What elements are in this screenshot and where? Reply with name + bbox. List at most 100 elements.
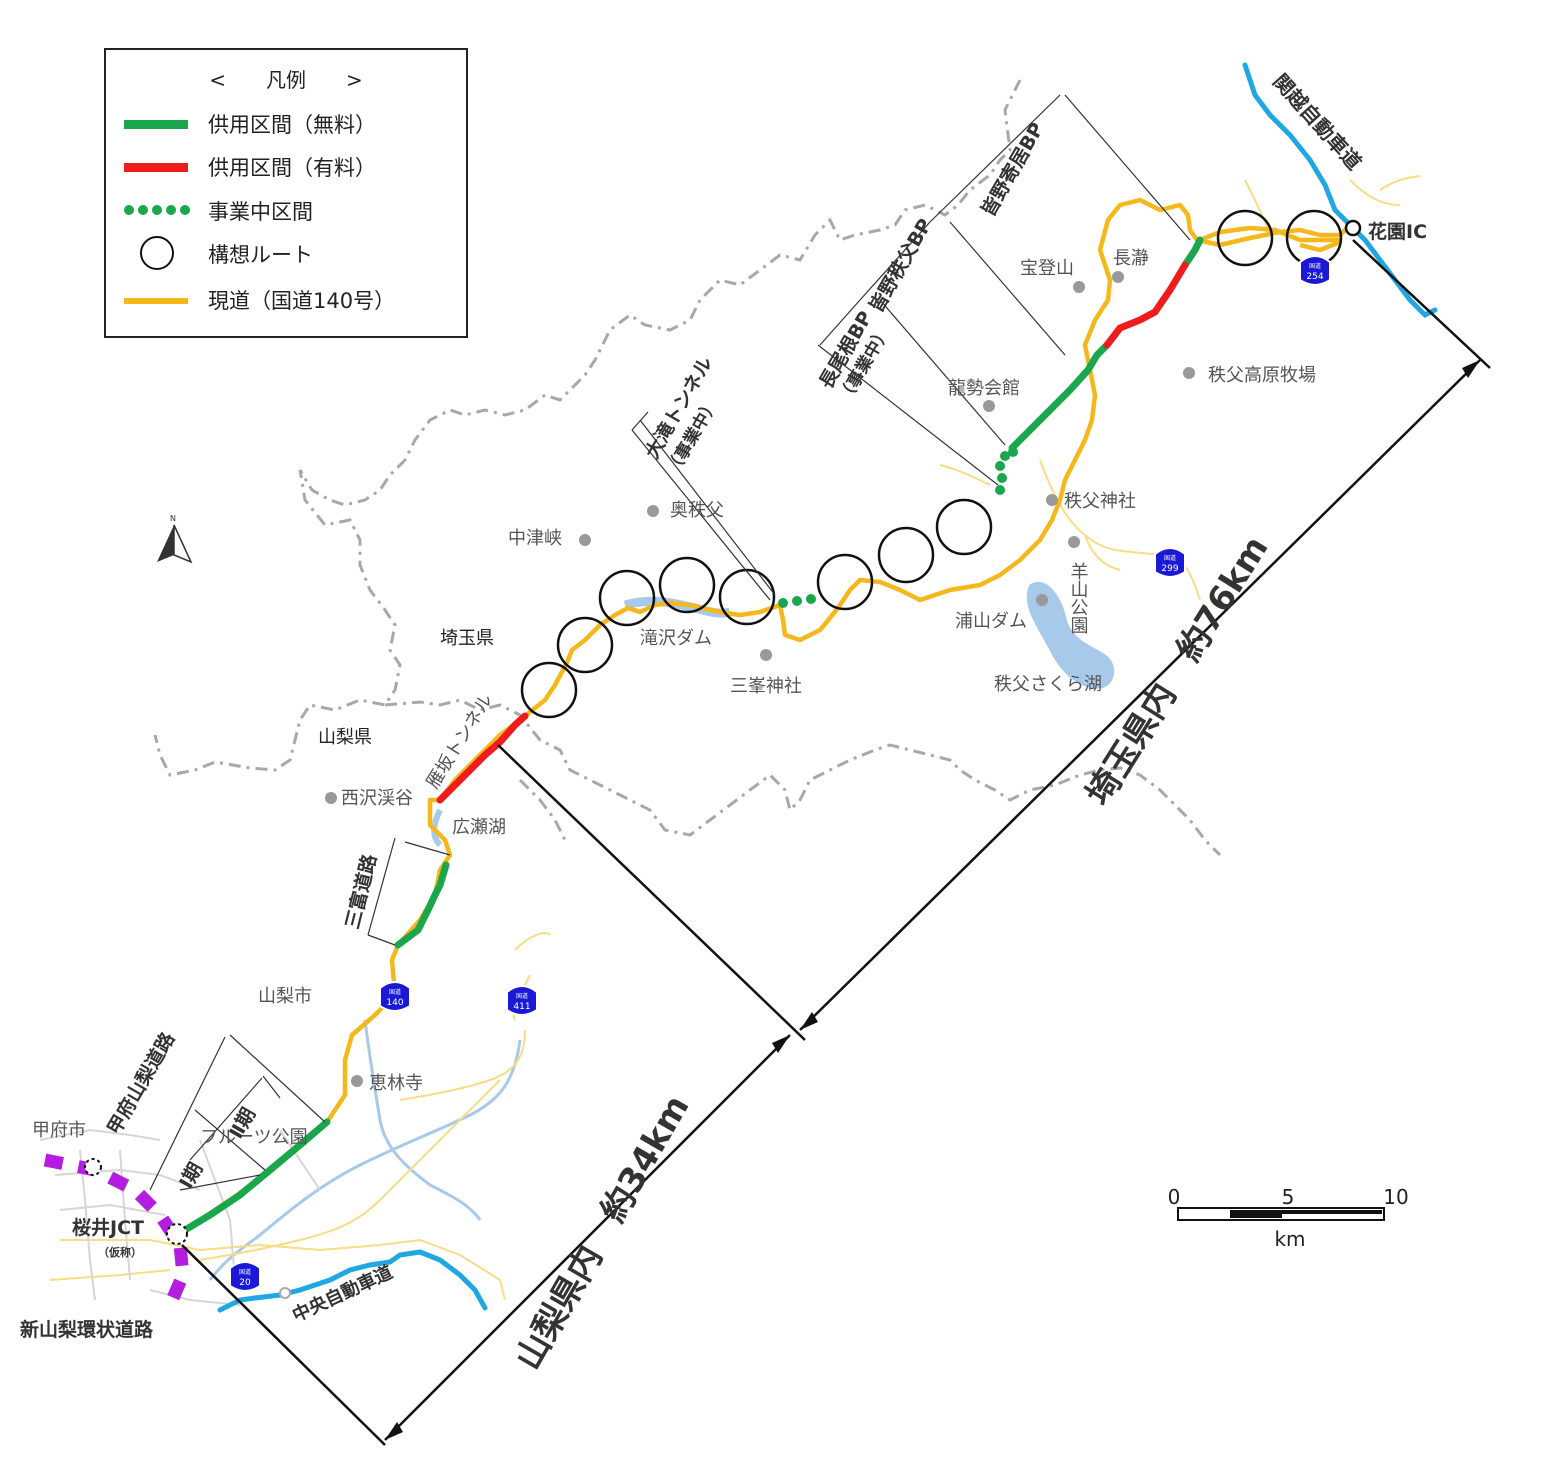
label-urayama-dam: 浦山ダム [955,611,1027,632]
legend-label-current-road: 現道（国道140号） [208,289,396,313]
legend-label-toll: 供用区間（有料） [208,156,376,180]
label-yamanashi-pref: 山梨県 [318,727,372,748]
kofu-marker [84,1158,102,1176]
label-chuo: 中央自動車道 [289,1261,396,1327]
shield-140-num: 140 [386,998,403,1008]
label-hanazono-ic: 花園IC [1368,220,1427,243]
scale-tick-0: 0 [1168,1185,1181,1209]
label-minano-yorii-bp: 皆野寄居BP [976,119,1048,221]
shield-140-kanji: 国道 [389,988,401,996]
label-hodosan: 宝登山 [1020,258,1074,279]
label-yamanashi-distance: 山梨県内 約34km [508,1089,697,1377]
shield-299-num: 299 [1161,564,1178,574]
place-dots [325,271,1195,1087]
label-mitomi-road: 三富道路 [341,851,382,931]
legend-item-toll: 供用区間（有料） [124,149,376,185]
river-2 [208,1039,522,1281]
chuo-expressway [217,1249,488,1313]
label-chichibu-sakura-lake: 秩父さくら湖 [994,674,1102,695]
shield-411-num: 411 [513,1002,530,1012]
legend-swatch-current-road [124,298,188,304]
distance-lines [181,239,1491,1446]
label-ryuseikaikan: 龍勢会館 [948,378,1020,399]
shield-411-kanji: 国道 [516,992,528,1000]
chuo-node [279,1287,291,1299]
urayama-lake [1026,582,1115,689]
label-nagatoro: 長瀞 [1113,248,1149,269]
shield-254-kanji: 国道 [1309,262,1321,270]
distance-arrowheads [385,360,1480,1440]
legend-label-concept: 構想ルート [208,243,313,267]
label-saitama-pref: 埼玉県 [440,628,494,649]
legend-swatch-free [124,120,188,129]
legend-title: < 凡例 > [209,68,363,92]
label-hitsujiyama: 羊山公園 [1068,562,1089,634]
label-nakatsukyo: 中津峡 [508,528,562,549]
route-shield-299: 国道 299 [1154,547,1186,578]
label-fruit-park: フルーツ公園 [200,1127,308,1148]
label-sakurai-jct-note: （仮称） [98,1245,142,1259]
legend-item-construction: 事業中区間 [124,193,313,229]
label-phase1: Ⅰ期 [175,1159,207,1193]
label-kofu-yamanashi-road: 甲府山梨道路 [102,1027,179,1138]
hanazono-ic-marker [1344,219,1362,237]
legend-swatch-toll [124,163,188,172]
legend-swatch-construction [124,205,190,215]
label-hirose-lake: 広瀬湖 [452,817,506,838]
river-fuefuki [363,1019,482,1221]
sakurai-jct-marker [166,1223,188,1245]
minano-yorii-bp-free [1181,236,1204,269]
expressways [217,62,1438,1313]
scale-unit: km [1274,1227,1305,1251]
mitomi-road [394,861,450,949]
route-shield-411: 国道 411 [506,985,538,1016]
route-shield-20: 国道 20 [229,1261,261,1292]
label-okuchichibu: 奥秩父 [670,500,724,521]
legend-item-concept: 構想ルート [124,236,313,272]
legend-item-current-road: 現道（国道140号） [124,282,395,318]
dimension-lines [149,94,1191,1191]
distance-labels: 埼玉県内 約76km 山梨県内 約34km [508,529,1276,1376]
scale-bar: 0 5 10 km [1168,1185,1409,1251]
toll-sections [436,261,1189,804]
svg-text:N: N [170,514,176,523]
kofu-yamanashi-road [181,1118,331,1234]
legend-label-construction: 事業中区間 [208,200,313,224]
minano-yorii-bp-toll [1103,261,1189,349]
label-mitsumine: 三峯神社 [730,676,802,697]
minano-chichibu-bp [1008,341,1111,452]
legend-label-free: 供用区間（無料） [208,113,376,137]
north-arrow-icon: N [157,514,193,564]
route-shield-140: 国道 140 [379,981,411,1012]
water-bodies [208,582,1115,1281]
label-erinji: 恵林寺 [369,1073,423,1094]
scale-tick-5: 5 [1282,1185,1295,1209]
city-streets [39,1128,321,1306]
legend-swatch-concept [140,236,174,270]
label-sakurai-jct: 桜井JCT [72,1216,144,1239]
label-takizawa-dam: 滝沢ダム [640,628,712,649]
scale-tick-10: 10 [1383,1185,1408,1209]
label-shin-yamanashi-ring: 新山梨環状道路 [20,1318,154,1341]
shield-20-num: 20 [239,1278,251,1288]
karisaka-tunnel-section [436,712,529,804]
legend: < 凡例 > 供用区間（無料） 供用区間（有料） 事業中区間 構想ルート 現道（… [104,48,468,338]
label-kofu-city: 甲府市 [32,1120,86,1141]
local-roads [49,175,1421,1301]
place-labels: 埼玉県 山梨県 甲府市 山梨市 宝登山 長瀞 龍勢会館 秩父高原牧場 秩父神社 … [32,248,1316,1148]
legend-item-free: 供用区間（無料） [124,106,376,142]
under-construction-dots [778,447,1018,608]
shield-299-kanji: 国道 [1164,554,1176,562]
shield-20-kanji: 国道 [239,1268,251,1276]
kanetsu-expressway [1242,62,1438,319]
concept-route-circles [520,209,1343,719]
interchanges [84,219,1362,1299]
route-shield-254: 国道 254 [1299,255,1331,286]
shield-254-num: 254 [1306,272,1323,282]
label-kanetsu: 関越自動車道 [1268,69,1366,174]
prefecture-boundaries [153,79,1222,857]
free-sections [181,236,1204,1234]
label-chichibu-kogen: 秩父高原牧場 [1208,365,1316,386]
label-nishizawa: 西沢渓谷 [341,788,413,809]
